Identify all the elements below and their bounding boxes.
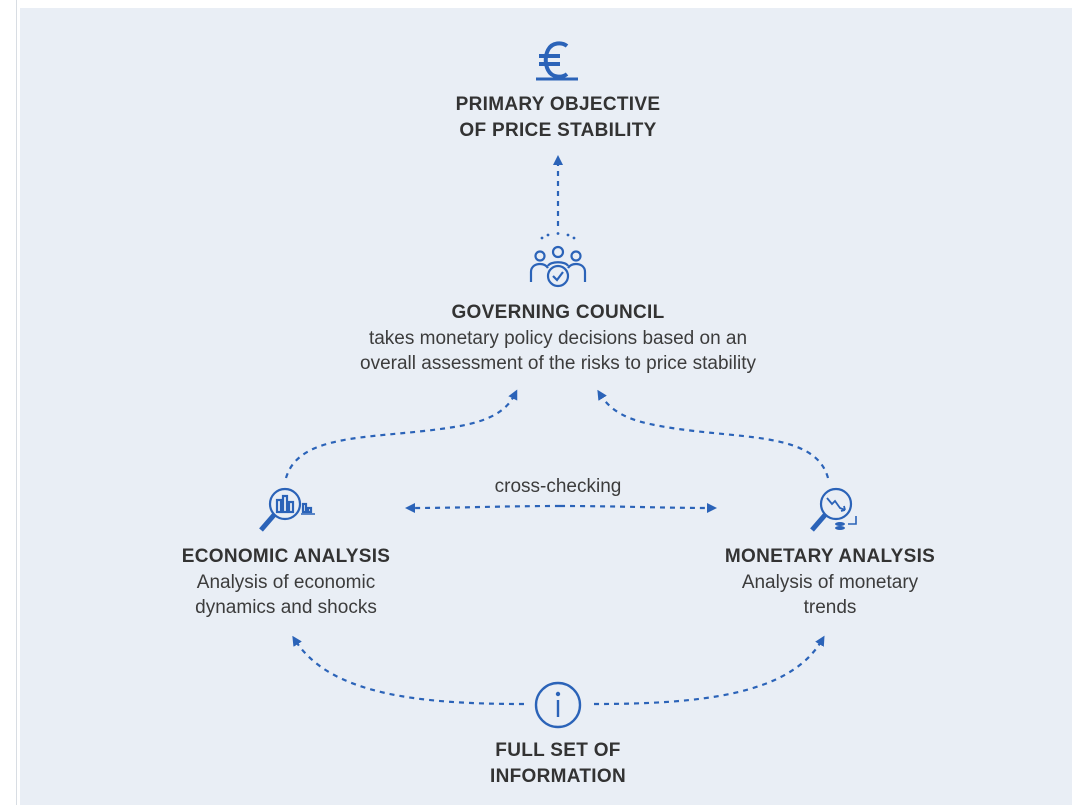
objective-line-1: PRIMARY OBJECTIVE bbox=[455, 94, 661, 115]
objective-line-2: OF PRICE STABILITY bbox=[459, 120, 657, 141]
monetary-label: MONETARY ANALYSIS Analysis of monetary t… bbox=[690, 544, 970, 620]
monetary-title: MONETARY ANALYSIS bbox=[724, 546, 936, 567]
diagram-panel bbox=[20, 8, 1072, 805]
arrow-info-to-economic bbox=[292, 635, 525, 706]
council-line-1: takes monetary policy decisions based on… bbox=[368, 328, 748, 349]
information-label: FULL SET OF INFORMATION bbox=[408, 738, 708, 790]
council-people-icon bbox=[528, 232, 588, 293]
economic-line-2: dynamics and shocks bbox=[195, 597, 377, 618]
economic-label: ECONOMIC ANALYSIS Analysis of economic d… bbox=[146, 544, 426, 620]
council-label: GOVERNING COUNCIL takes monetary policy … bbox=[290, 300, 826, 376]
information-line-1: FULL SET OF bbox=[495, 740, 621, 761]
arrow-crosscheck-left bbox=[405, 502, 561, 513]
info-icon bbox=[530, 680, 586, 735]
economic-analysis-magnifier-icon bbox=[255, 484, 319, 541]
council-title: GOVERNING COUNCIL bbox=[451, 302, 665, 323]
euro-icon bbox=[534, 38, 580, 87]
monetary-line-2: trends bbox=[803, 597, 857, 618]
economic-line-1: Analysis of economic bbox=[196, 572, 376, 593]
crosscheck-label: cross-checking bbox=[494, 476, 622, 497]
arrow-crosscheck-right bbox=[559, 502, 717, 513]
arrow-monetary-to-council bbox=[597, 389, 830, 479]
objective-label: PRIMARY OBJECTIVE OF PRICE STABILITY bbox=[408, 92, 708, 144]
information-line-2: INFORMATION bbox=[490, 766, 626, 787]
arrow-info-to-monetary bbox=[593, 635, 825, 706]
monetary-line-1: Analysis of monetary bbox=[741, 572, 919, 593]
arrow-economic-to-council bbox=[284, 389, 518, 479]
monetary-analysis-magnifier-icon bbox=[804, 484, 864, 541]
left-border bbox=[16, 0, 17, 805]
council-line-2: overall assessment of the risks to price… bbox=[360, 353, 756, 374]
economic-title: ECONOMIC ANALYSIS bbox=[181, 546, 391, 567]
